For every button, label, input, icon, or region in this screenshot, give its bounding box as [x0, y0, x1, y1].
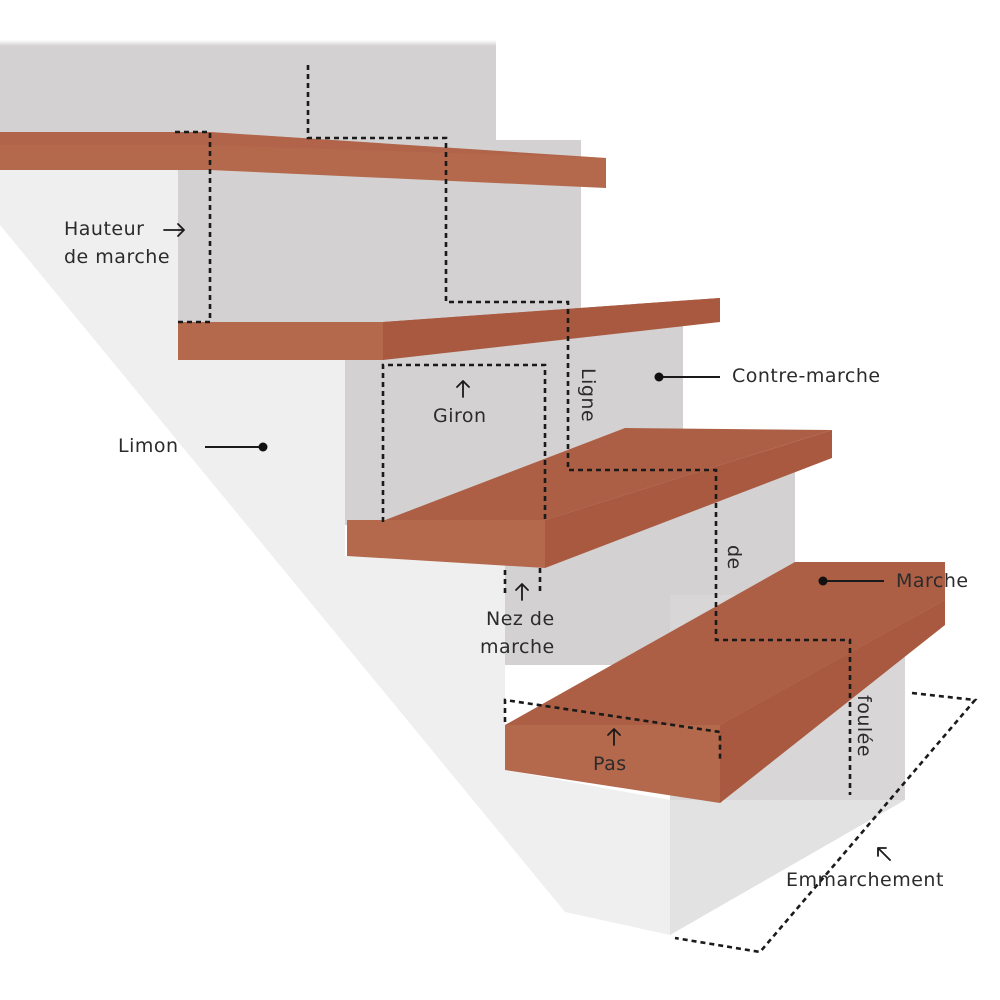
- stringer-limon: [0, 170, 670, 935]
- tread-4-top: [505, 562, 945, 725]
- tread-2-side: [383, 298, 720, 360]
- tread-1: [0, 132, 606, 188]
- label-hauteur-line2: de marche: [64, 246, 170, 268]
- hauteur-arrow-icon: [163, 223, 185, 237]
- leaders: [205, 372, 884, 586]
- label-foulee: foulée: [853, 695, 875, 757]
- label-emmarchement: Emmarchement: [786, 869, 944, 891]
- label-pas: Pas: [593, 753, 627, 775]
- label-contre-marche: Contre-marche: [732, 365, 881, 387]
- arrows: [163, 223, 891, 861]
- limon-dot: [258, 442, 268, 452]
- label-ligne: Ligne: [577, 368, 599, 422]
- marche-dot: [818, 576, 828, 586]
- label-nez-line2: marche: [480, 636, 555, 658]
- emmarchement-arrow-icon: [877, 847, 891, 861]
- tread-4-side-face: [720, 600, 945, 803]
- pas-arrow-icon: [607, 728, 621, 746]
- label-de: de: [723, 545, 745, 570]
- tread-4-front: [505, 725, 720, 803]
- tread-1-top: [0, 132, 606, 158]
- dashed-guides: [175, 65, 978, 954]
- giron-arrow-icon: [456, 380, 470, 398]
- nez-arrow-icon: [515, 583, 529, 601]
- tread-3-front: [347, 520, 545, 568]
- tread-3-top: [347, 428, 832, 522]
- back-wall: [0, 40, 496, 140]
- label-giron: Giron: [433, 405, 487, 427]
- tread-2-front: [178, 322, 383, 360]
- labels: Hauteur de marche Giron Limon Contre-mar…: [64, 218, 969, 891]
- label-limon: Limon: [118, 435, 179, 457]
- contre-marche-dot: [654, 372, 664, 382]
- label-nez-line1: Nez de: [486, 608, 555, 630]
- tread-3-side: [545, 430, 832, 568]
- label-hauteur-line1: Hauteur: [64, 218, 144, 240]
- label-marche: Marche: [896, 570, 969, 592]
